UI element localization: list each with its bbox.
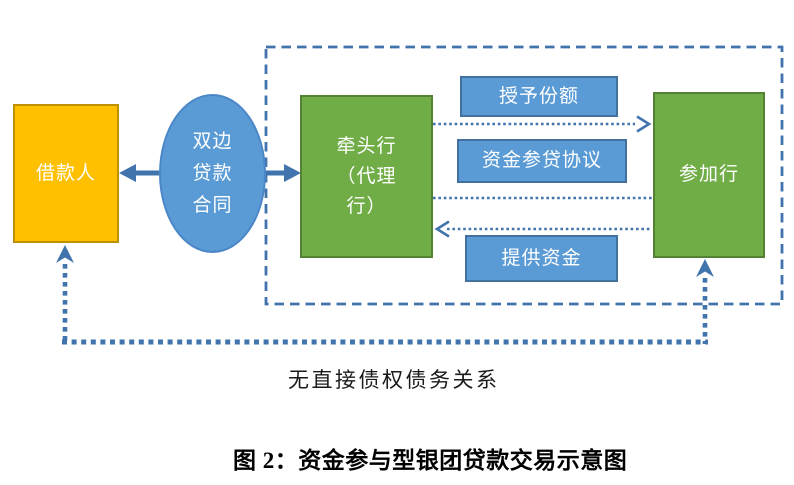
lead-bank-box: 牵头行 （代理 行）: [300, 95, 433, 258]
participation-agreement-label: 资金参贷协议: [481, 150, 602, 171]
up-arrowhead-participant: [696, 259, 714, 277]
up-arrowhead-borrower: [56, 245, 74, 263]
figure-caption: 图 2：资金参与型银团贷款交易示意图: [233, 448, 628, 473]
no-direct-relation-label: 无直接债权债务关系: [288, 368, 500, 392]
participant-bank-box: 参加行: [653, 92, 765, 258]
participant-bank-label: 参加行: [678, 164, 739, 185]
provide-funds-arrow: [434, 220, 652, 238]
grant-share-arrow: [433, 115, 652, 133]
provide-funds-label: 提供资金: [501, 247, 582, 269]
no-direct-relation-connector: [56, 245, 714, 345]
grant-share-box: 授予份额: [460, 76, 618, 117]
participation-agreement-box: 资金参贷协议: [457, 139, 627, 183]
borrower-box: 借款人: [13, 104, 119, 243]
bilateral-right-arrow: [265, 164, 301, 182]
bilateral-left-arrow: [119, 164, 160, 182]
borrower-label: 借款人: [35, 162, 96, 184]
grant-share-label: 授予份额: [498, 85, 579, 107]
lead-bank-label: 牵头行 （代理 行）: [336, 135, 397, 217]
provide-funds-box: 提供资金: [465, 235, 618, 282]
bilateral-contract-label: 双边 贷款 合同: [192, 130, 233, 216]
bilateral-contract-ellipse: 双边 贷款 合同: [159, 94, 266, 253]
